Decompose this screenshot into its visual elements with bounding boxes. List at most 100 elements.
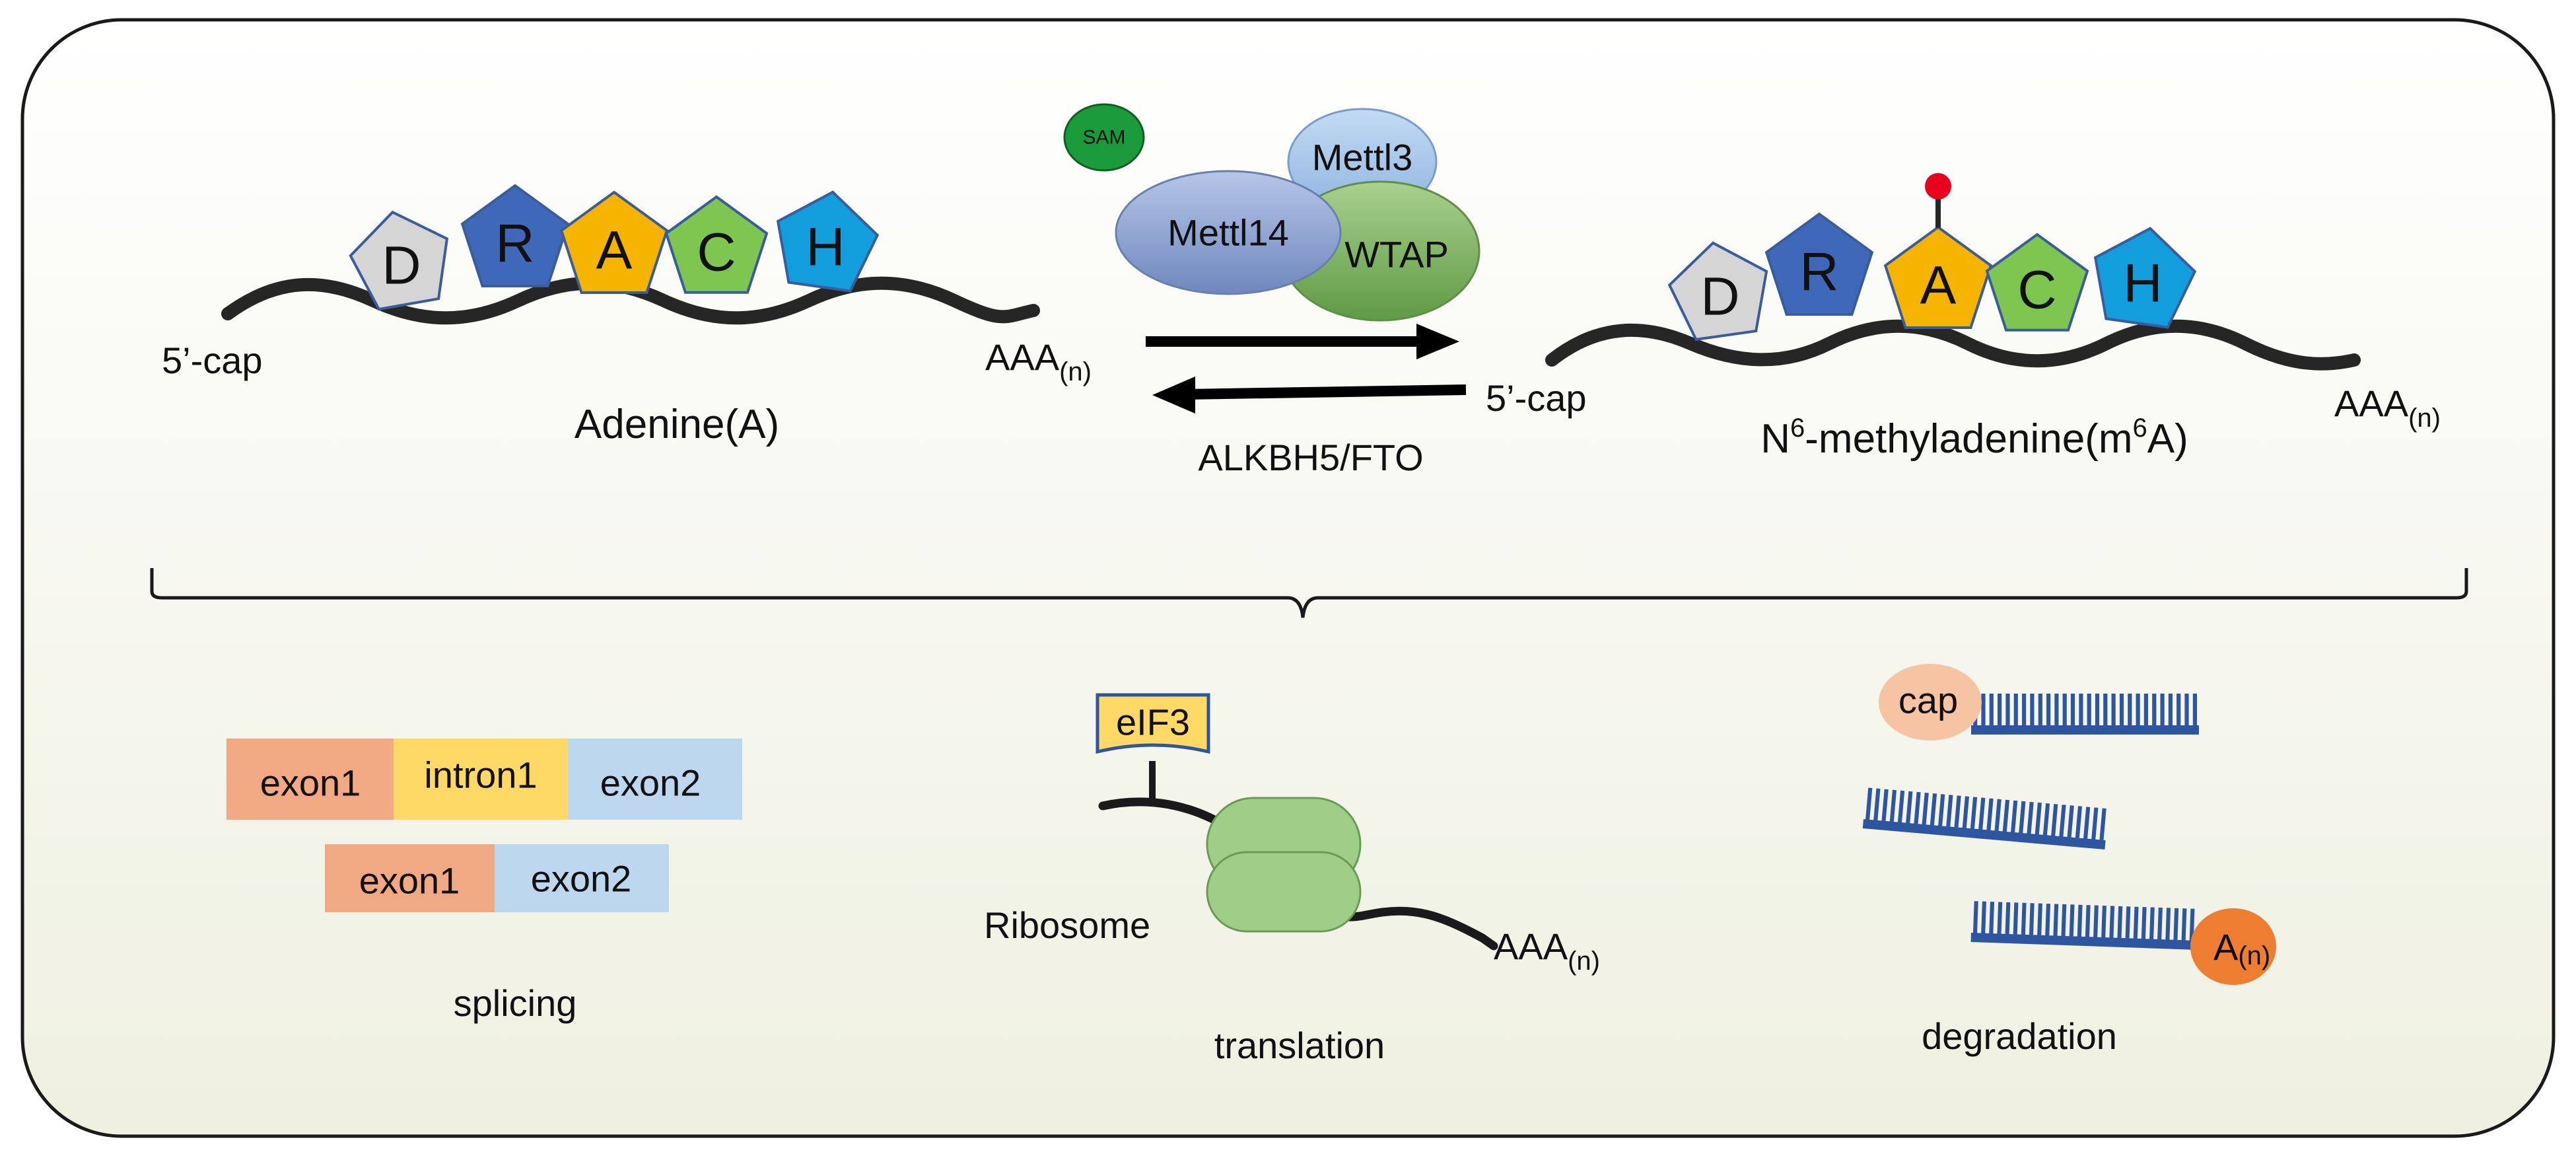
poly-a-tail-node: [2190, 908, 2276, 985]
fragment-tailed-base: [2173, 908, 2179, 941]
fragment-middle-base: [1978, 797, 1986, 831]
wtap-label: WTAP: [1344, 234, 1449, 275]
fragment-capped-base: [2184, 694, 2189, 727]
fragment-middle-base: [1954, 795, 1961, 829]
fragment-capped-backbone: [1971, 725, 2199, 735]
ribosome-small-subunit: [1206, 851, 1362, 933]
left-motif-d-pentagon: [349, 210, 449, 311]
splicing-panel: exon1 intron1 exon2 exon1 exon2 splicing: [226, 739, 742, 1024]
left-motif-r-pentagon: [460, 184, 570, 287]
fragment-middle-base: [1914, 791, 1921, 826]
poly-a-tail-label: A(n): [2213, 926, 2270, 971]
fragment-capped-base: [1989, 694, 1994, 727]
fragment-tailed-base: [2029, 903, 2035, 937]
fragment-middle-backbone: [1862, 819, 2106, 850]
fragment-tailed-base: [2085, 905, 2091, 939]
splice-row2-exon2-label: exon2: [531, 858, 632, 900]
cap-label: cap: [1898, 680, 1958, 721]
methyl-group-dot: [1925, 173, 1951, 199]
fragment-middle-base: [2050, 804, 2058, 838]
left-motif-h-letter: H: [806, 217, 845, 277]
splice-row2-exon2: [495, 844, 669, 912]
fragment-capped-base: [2005, 694, 2010, 727]
fragment-tailed-base: [2149, 907, 2155, 941]
fragment-capped-base: [2152, 694, 2157, 727]
fragment-capped-base: [2119, 694, 2124, 727]
reverse-arrow-head: [1152, 377, 1195, 414]
fragment-tailed-backbone: [1970, 933, 2196, 950]
fragment-tailed-base: [1989, 901, 1995, 935]
right-motif-r-pentagon: [1764, 212, 1874, 316]
fragment-tailed-base: [2181, 908, 2187, 942]
fragment-tailed-base: [2005, 902, 2011, 936]
fragment-tailed-base: [2133, 906, 2139, 940]
fragment-tailed-base: [1981, 901, 1986, 935]
fragment-middle-base: [1994, 799, 2002, 832]
fragment-capped-base: [2062, 694, 2067, 727]
writer-complex: SAM Mettl3 WTAP Mettl14: [1063, 103, 1480, 322]
fragment-middle-base: [2010, 800, 2018, 834]
left-motif-r-letter: R: [495, 214, 534, 274]
fragment-middle-base: [2099, 808, 2106, 842]
fragment-tailed: [1970, 901, 2196, 950]
splice-row1-exon1: [226, 739, 394, 820]
poly-a-left: AAA(n): [985, 336, 1092, 386]
left-motif-a-pentagon: [559, 190, 669, 294]
fragment-middle-base: [2002, 799, 2010, 833]
right-motif-d-pentagon: [1667, 241, 1768, 342]
fragment-capped-base: [2111, 694, 2116, 727]
fragment-tailed-base: [2077, 904, 2083, 938]
mettl14-node: [1115, 170, 1342, 295]
left-motif-d-letter: D: [382, 236, 421, 296]
sam-node: [1063, 103, 1145, 172]
fragment-capped-base: [2038, 694, 2042, 727]
mrna-strand-right: [1545, 319, 2361, 371]
fragment-tailed-base: [2117, 906, 2123, 939]
forward-arrow-head: [1416, 324, 1459, 359]
eif3-factor: [1096, 693, 1210, 754]
fragment-tailed-base: [2013, 902, 2019, 936]
fragment-capped-base: [2192, 694, 2197, 727]
fragment-middle-base: [2083, 807, 2091, 840]
reverse-arrow-shaft: [1185, 384, 1467, 400]
fragment-middle-base: [1986, 798, 1994, 832]
mettl14-label: Mettl14: [1167, 212, 1289, 254]
fragment-tailed-base: [2053, 904, 2059, 937]
splice-row1-intron1: [394, 739, 568, 820]
fragment-tailed-base: [2109, 906, 2115, 939]
degradation-panel: cap A(n) degradation: [1862, 664, 2276, 1057]
fragment-tailed-base: [2125, 906, 2131, 940]
fragment-tailed-base: [2093, 905, 2099, 939]
splice-row2-exon1-label: exon1: [359, 860, 460, 902]
fragment-middle-base: [2059, 805, 2066, 838]
fragment-middle-base: [1946, 795, 1953, 828]
fragment-tailed-base: [2141, 907, 2147, 941]
fragment-middle-base: [2042, 803, 2050, 837]
right-motif-c-pentagon: [1985, 233, 2089, 332]
right-motif-h-letter: H: [2123, 254, 2162, 314]
fragment-capped-base: [2128, 694, 2132, 727]
fragment-capped-base: [1981, 694, 1986, 727]
m6a-label: N6-methyladenine(m6A): [1760, 414, 2188, 462]
fragment-middle-base: [1970, 797, 1978, 830]
five-prime-cap-right: 5’-cap: [1486, 377, 1587, 419]
left-motif-a-letter: A: [596, 221, 633, 281]
fragment-middle-base: [1930, 793, 1937, 827]
fragment-tailed-base: [1972, 901, 1978, 935]
summary-brace: [150, 568, 2468, 618]
fragment-middle-base: [2075, 806, 2083, 840]
splice-row1-intron1-label: intron1: [424, 754, 537, 796]
fragment-middle-base: [1865, 787, 1873, 821]
cap-node: [1879, 664, 1982, 741]
splicing-caption: splicing: [454, 982, 577, 1024]
splice-row1-exon2-label: exon2: [600, 762, 701, 804]
right-motif-h-pentagon: [2093, 227, 2197, 329]
fragment-capped-base: [2054, 694, 2059, 727]
fragment-tailed-base: [1997, 902, 2003, 935]
adenine-label: Adenine(A): [574, 402, 779, 447]
eraser-label: ALKBH5/FTO: [1198, 437, 1423, 478]
left-motif-c-letter: C: [697, 223, 736, 283]
